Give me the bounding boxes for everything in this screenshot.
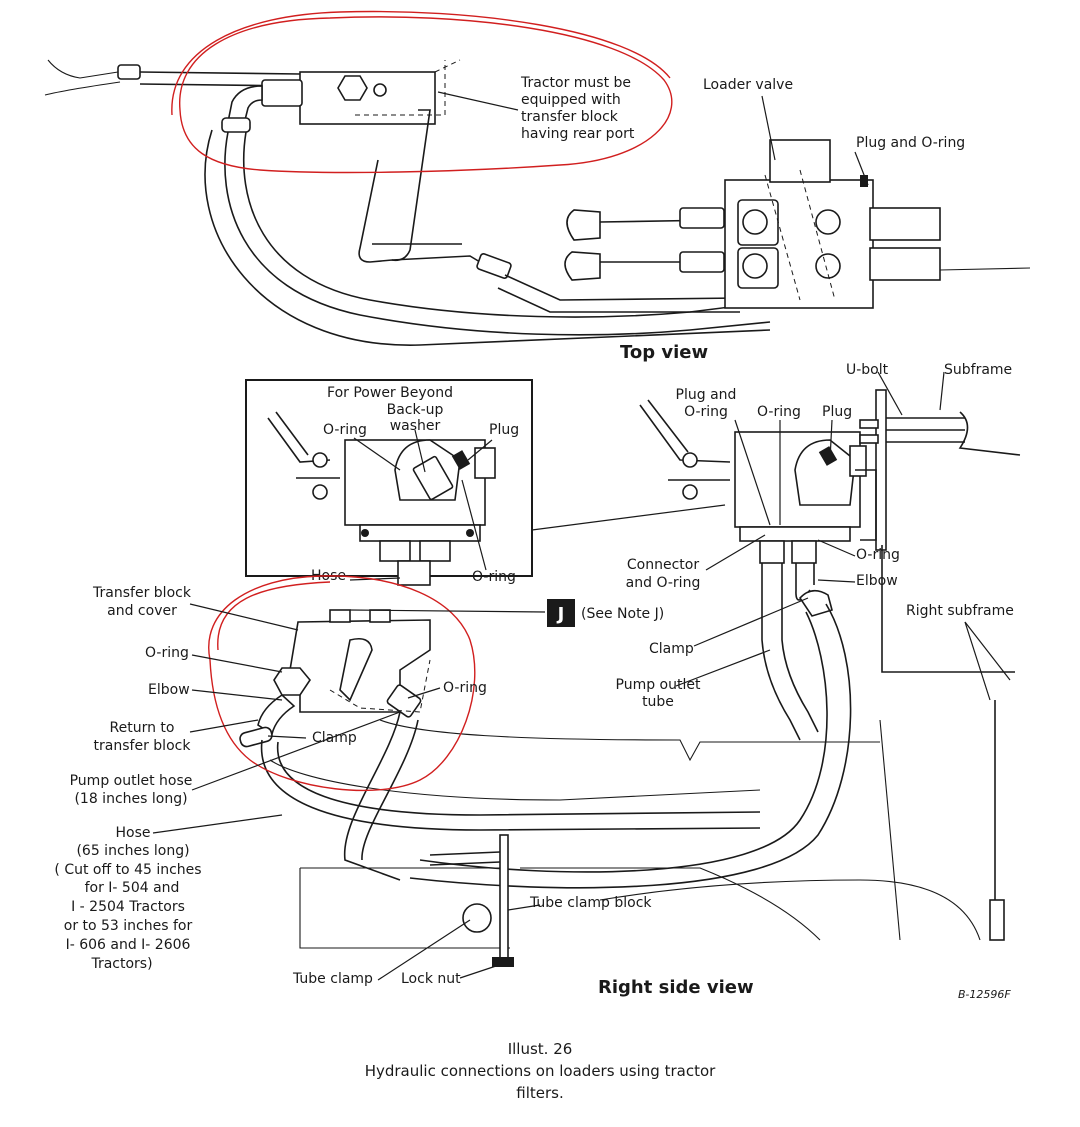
oring-top-label: O-ring <box>757 404 801 420</box>
hose-note-line-8: Tractors) <box>90 956 152 972</box>
hose-note-line-3: ( Cut off to 45 inches <box>54 862 201 878</box>
caption-illust-number: Illust. 26 <box>508 1040 573 1058</box>
transfer-block-label-line-2: and cover <box>107 603 177 619</box>
top-view-title: Top view <box>620 342 708 363</box>
plug-and-oring-label-line-2: O-ring <box>684 404 728 420</box>
pump-outlet-hose-label-line-1: Pump outlet hose <box>70 773 193 789</box>
ubolt-label: U-bolt <box>846 362 889 378</box>
oring-lower-label: O-ring <box>856 547 900 563</box>
connector-label-line-1: Connector <box>627 557 699 573</box>
pump-outlet-tube-label-line-2: tube <box>642 694 674 710</box>
drawing-reference-code: B-12596F <box>958 988 1011 1001</box>
backup-washer-label-line-1: Back-up <box>387 402 444 418</box>
hose-note-line-6: or to 53 inches for <box>64 918 193 934</box>
hose-note-line-2: (65 inches long) <box>76 843 189 859</box>
elbow-left-label: Elbow <box>148 682 190 698</box>
inset-plug-label: Plug <box>489 422 519 438</box>
plug-label-right: Plug <box>822 404 852 420</box>
pump-outlet-tube-label-line-1: Pump outlet <box>616 677 701 693</box>
backup-washer-label-line-2: washer <box>390 418 441 434</box>
hose-note-line-7: I- 606 and I- 2606 <box>66 937 191 953</box>
oring-block-label: O-ring <box>443 680 487 696</box>
hose-note-line-1: Hose <box>116 825 151 841</box>
note-j-letter: J <box>556 604 565 625</box>
pump-outlet-hose-label-line-2: (18 inches long) <box>74 791 187 807</box>
oring-left-label: O-ring <box>145 645 189 661</box>
clamp-right-label: Clamp <box>649 641 694 657</box>
inset-title: For Power Beyond <box>327 385 453 401</box>
clamp-left-label: Clamp <box>312 730 357 746</box>
transfer-block-note-line-4: having rear port <box>521 126 635 142</box>
transfer-block-note-line-1: Tractor must be <box>520 75 631 91</box>
transfer-block-note-line-3: transfer block <box>521 109 619 125</box>
lock-nut-label: Lock nut <box>401 971 461 987</box>
caption-line-1: Hydraulic connections on loaders using t… <box>365 1062 716 1080</box>
connector-label-line-2: and O-ring <box>626 575 701 591</box>
transfer-block-label-line-1: Transfer block <box>92 585 192 601</box>
right-side-view-drawing <box>152 371 1021 981</box>
transfer-block-note-line-2: equipped with <box>521 92 621 108</box>
top-view-drawing <box>44 10 1031 346</box>
see-note-j-label: (See Note J) <box>581 606 664 622</box>
right-side-view-title: Right side view <box>598 977 754 998</box>
tube-clamp-block-label: Tube clamp block <box>529 895 652 911</box>
inset-oring-label-2: O-ring <box>472 569 516 585</box>
caption-line-2: filters. <box>516 1084 563 1102</box>
elbow-right-label: Elbow <box>856 573 898 589</box>
hose-note-line-5: I - 2504 Tractors <box>71 899 185 915</box>
right-subframe-label: Right subframe <box>906 603 1014 619</box>
inset-oring-label: O-ring <box>323 422 367 438</box>
subframe-label: Subframe <box>944 362 1012 378</box>
hose-note-line-4: for I- 504 and <box>85 880 180 896</box>
power-beyond-inset <box>245 379 533 586</box>
return-label-line-1: Return to <box>110 720 175 736</box>
return-label-line-2: transfer block <box>94 738 192 754</box>
plug-and-oring-label-top: Plug and O-ring <box>856 135 965 151</box>
tube-clamp-label: Tube clamp <box>292 971 373 987</box>
note-j-badge <box>547 599 575 627</box>
plug-and-oring-label-line-1: Plug and <box>676 387 737 403</box>
loader-valve-label: Loader valve <box>703 77 793 93</box>
